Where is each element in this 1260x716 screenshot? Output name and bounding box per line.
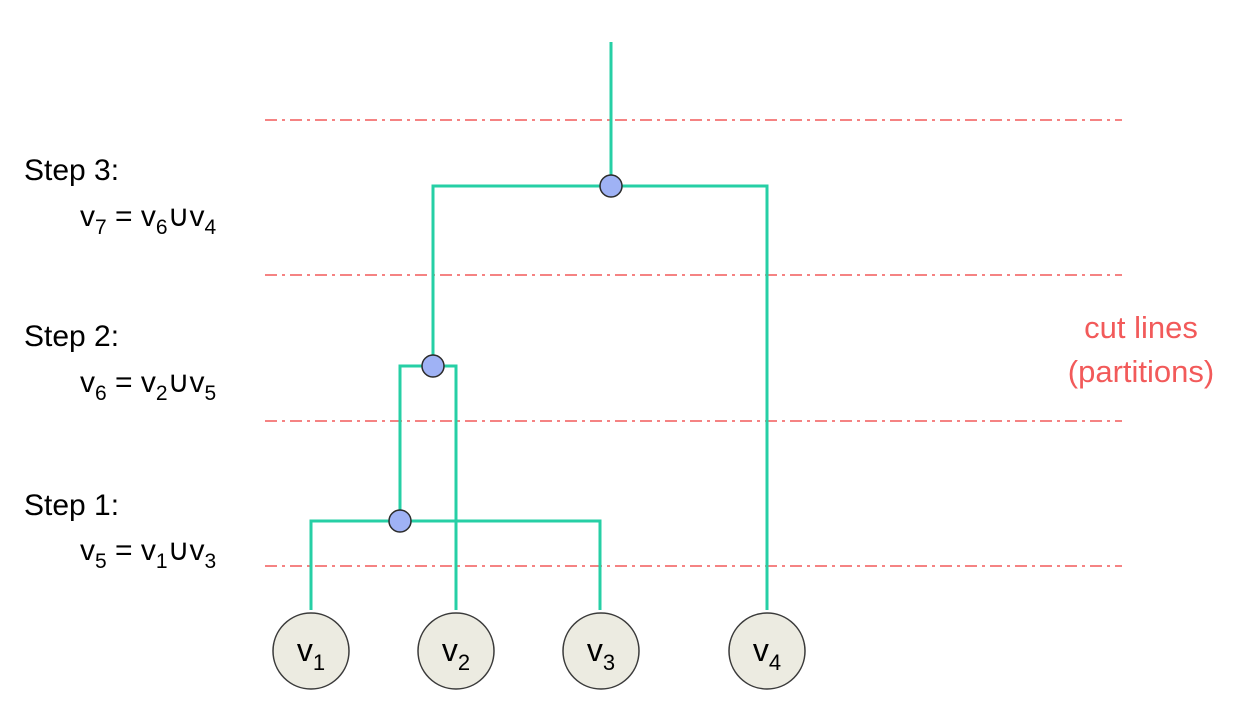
- merge-v5-bracket: [309, 519, 602, 610]
- formula-lhs: v: [80, 366, 95, 399]
- merge-v6-bracket: [398, 364, 458, 610]
- formula-equals: =: [107, 200, 141, 233]
- cut-lines-label: cut lines (partitions): [1068, 310, 1214, 389]
- leaf-letter: v: [753, 632, 769, 668]
- leaf-node-v3: v3: [562, 612, 640, 690]
- leaf-circle: [272, 612, 350, 690]
- union-symbol: ∪: [168, 534, 190, 567]
- leaf-circle: [562, 612, 640, 690]
- formula-equals: =: [107, 534, 141, 567]
- leaf-label: v4: [753, 632, 781, 675]
- merge-point-v6: [421, 354, 445, 378]
- step-title: Step 1:: [24, 489, 119, 522]
- cut-lines: [265, 119, 1122, 567]
- cut-label-line-2: (partitions): [1068, 354, 1214, 389]
- leaf-nodes: v1 v2 v3 v4: [272, 612, 806, 690]
- step-formula: v5 = v1∪v3: [80, 534, 216, 573]
- leaf-subscript: 2: [458, 650, 470, 675]
- formula-lhs: v: [80, 534, 95, 567]
- formula-a-sub: 1: [156, 550, 168, 573]
- leaf-label: v1: [297, 632, 325, 675]
- step-annotations: Step 3: v7 = v6∪v4 Step 2: v6 = v2∪v5 St…: [24, 154, 217, 573]
- formula-b: v: [190, 366, 205, 399]
- union-symbol: ∪: [168, 366, 190, 399]
- step-formula: v7 = v6∪v4: [80, 200, 217, 239]
- leaf-circle: [417, 612, 495, 690]
- formula-b: v: [190, 200, 205, 233]
- step-1-annotation: Step 1: v5 = v1∪v3: [24, 489, 216, 573]
- formula-lhs-sub: 5: [95, 550, 107, 573]
- step-title: Step 3:: [24, 154, 119, 187]
- formula-equals: =: [107, 366, 141, 399]
- leaf-label: v2: [442, 632, 470, 675]
- leaf-subscript: 1: [313, 650, 325, 675]
- formula-b-sub: 3: [205, 550, 217, 573]
- formula-b-sub: 5: [205, 382, 217, 405]
- merge-point-v7: [599, 174, 623, 198]
- step-title: Step 2:: [24, 320, 119, 353]
- formula-a: v: [141, 534, 156, 567]
- formula-b-sub: 4: [205, 216, 217, 239]
- leaf-label: v3: [587, 632, 615, 675]
- leaf-node-v4: v4: [728, 612, 806, 690]
- formula-a: v: [141, 366, 156, 399]
- formula-a-sub: 2: [156, 382, 168, 405]
- merge-points: [388, 174, 623, 533]
- tree-edges: [309, 42, 769, 610]
- cut-label-line-1: cut lines: [1084, 310, 1198, 345]
- leaf-subscript: 3: [603, 650, 615, 675]
- formula-lhs-sub: 6: [95, 382, 107, 405]
- union-symbol: ∪: [168, 200, 190, 233]
- leaf-node-v1: v1: [272, 612, 350, 690]
- step-3-annotation: Step 3: v7 = v6∪v4: [24, 154, 217, 239]
- leaf-node-v2: v2: [417, 612, 495, 690]
- formula-a-sub: 6: [156, 216, 168, 239]
- formula-lhs-sub: 7: [95, 216, 107, 239]
- step-formula: v6 = v2∪v5: [80, 366, 216, 405]
- leaf-letter: v: [587, 632, 603, 668]
- leaf-circle: [728, 612, 806, 690]
- formula-a: v: [141, 200, 156, 233]
- leaf-subscript: 4: [769, 650, 781, 675]
- formula-lhs: v: [80, 200, 95, 233]
- formula-b: v: [190, 534, 205, 567]
- step-2-annotation: Step 2: v6 = v2∪v5: [24, 320, 216, 405]
- leaf-letter: v: [442, 632, 458, 668]
- leaf-letter: v: [297, 632, 313, 668]
- merge-point-v5: [388, 509, 412, 533]
